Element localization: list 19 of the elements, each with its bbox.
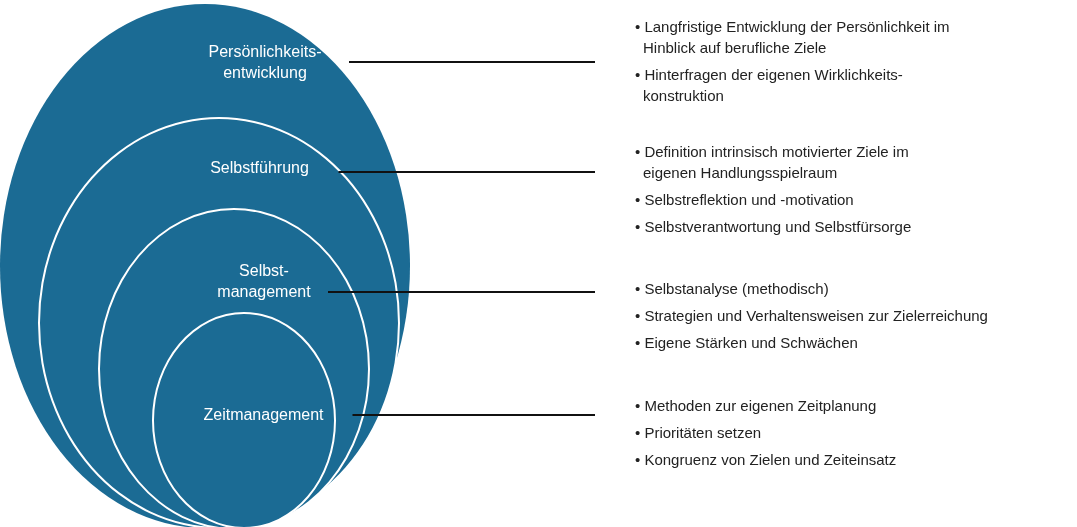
leader-line — [351, 414, 596, 416]
bullet-item: • Kongruenz von Zielen und Zeiteinsatz — [635, 450, 898, 470]
bullet-item: • Strategien und Verhaltensweisen zur Zielerreichung — [635, 306, 989, 326]
leader-line — [337, 171, 596, 173]
circle-label: Zeitmanagement — [202, 404, 325, 424]
leader-line — [348, 61, 596, 63]
circle-label: Selbst- management — [216, 261, 312, 302]
leader-line — [327, 291, 596, 293]
bullet-item: • Langfristige Entwicklung der Persönlichkeit im Hinblick auf berufliche Ziele — [635, 17, 951, 58]
bullet-item: • Eigene Stärken und Schwächen — [635, 333, 859, 353]
bullet-item: • Selbstreflektion und -motivation — [635, 190, 855, 210]
bullet-item: • Definition intrinsisch motivierter Ziele im eigenen Handlungsspielraum — [635, 142, 910, 183]
bullet-item: • Hinterfragen der eigenen Wirklichkeits- konstruktion — [635, 65, 904, 106]
circle-label: Persönlichkeits- entwicklung — [207, 42, 323, 83]
bullet-item: • Prioritäten setzen — [635, 423, 763, 443]
bullet-item: • Selbstverantwortung und Selbstfürsorge — [635, 217, 913, 237]
bullet-item: • Selbstanalyse (methodisch) — [635, 279, 830, 299]
circle-label: Selbstführung — [209, 157, 310, 177]
bullet-item: • Methoden zur eigenen Zeitplanung — [635, 396, 878, 416]
